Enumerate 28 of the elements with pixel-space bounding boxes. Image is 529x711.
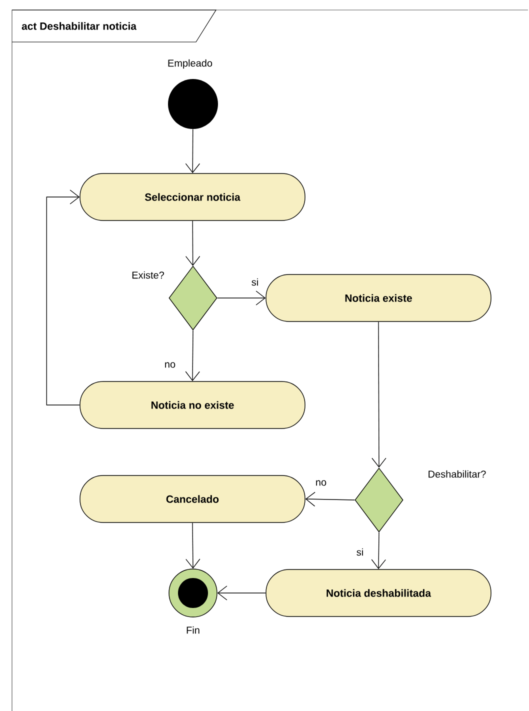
final-node (168, 568, 218, 618)
initial-node (168, 79, 218, 129)
decision-diamond (354, 468, 404, 532)
arrow (185, 220, 200, 266)
node-label: Existe? (132, 271, 164, 279)
edge-label: si (355, 547, 365, 557)
arrow (371, 532, 386, 570)
node-label: Fin (186, 626, 200, 634)
arrow (217, 290, 266, 306)
action-box: Seleccionar noticia (80, 173, 306, 221)
arrow (305, 492, 355, 507)
arrow (372, 322, 386, 468)
arrow (186, 522, 200, 569)
action-box: Noticia deshabilitada (266, 569, 492, 617)
arrow (46, 190, 80, 406)
action-box: Noticia no existe (80, 381, 306, 429)
arrow (185, 330, 200, 382)
node-label: Deshabilitar? (428, 470, 486, 478)
arrow (185, 128, 200, 174)
action-box: Noticia existe (266, 274, 492, 322)
diagram-title: act Deshabilitar noticia (22, 22, 137, 30)
edge-label: si (250, 277, 260, 287)
node-label: Empleado (168, 59, 212, 69)
edge-label: no (314, 479, 328, 487)
action-box: Cancelado (80, 475, 306, 523)
edge-label: no (163, 361, 177, 369)
decision-diamond (168, 266, 218, 330)
arrow (217, 586, 266, 600)
